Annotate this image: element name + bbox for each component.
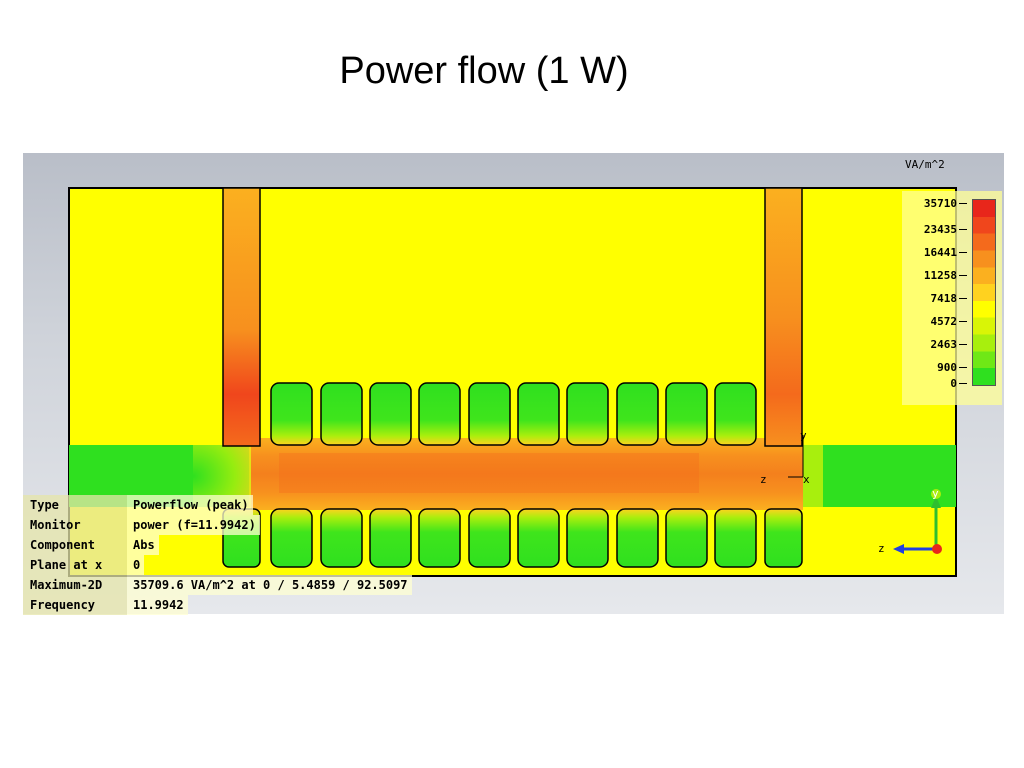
- legend-tick-mark: [959, 321, 967, 322]
- slide-title: Power flow (1 W): [339, 50, 629, 92]
- orient-label-z: z: [878, 542, 885, 555]
- legend-tick-mark: [959, 298, 967, 299]
- powerflow-field-plot: [68, 187, 957, 577]
- bottom-finger: [517, 508, 560, 568]
- right-vertical-guide: [764, 187, 803, 447]
- legend-color-bar: [972, 199, 996, 386]
- axis-label-x: x: [803, 473, 810, 486]
- legend-tick-label: 23435: [923, 223, 957, 236]
- legend-tick-mark: [959, 275, 967, 276]
- info-value: 11.9942: [127, 595, 188, 615]
- bottom-finger: [566, 508, 609, 568]
- info-key: Maximum-2D: [23, 575, 127, 595]
- legend-tick-label: 2463: [930, 338, 958, 351]
- legend-tick-mark: [959, 229, 967, 230]
- channel-hotspot: [279, 453, 699, 493]
- top-finger: [270, 382, 313, 446]
- info-value: 35709.6 VA/m^2 at 0 / 5.4859 / 92.5097: [127, 575, 412, 595]
- legend-tick-mark: [959, 344, 967, 345]
- info-value: power (f=11.9942): [127, 515, 260, 535]
- info-key: Component: [23, 535, 127, 555]
- bottom-finger: [270, 508, 313, 568]
- bottom-finger: [468, 508, 511, 568]
- orient-label-y: y: [932, 487, 939, 500]
- info-key: Monitor: [23, 515, 127, 535]
- left-vertical-guide: [222, 187, 261, 447]
- field-viewport[interactable]: y z x y z VA/m^2 35710 23435 16441 11258 741…: [23, 153, 1004, 614]
- axis-marker-center: [788, 435, 804, 478]
- bottom-finger: [764, 508, 803, 568]
- legend-tick-label: 0: [950, 377, 957, 390]
- top-finger: [418, 382, 461, 446]
- legend-tick-mark: [959, 203, 967, 204]
- top-finger: [320, 382, 363, 446]
- legend-tick-label: 11258: [923, 269, 957, 282]
- bottom-finger: [665, 508, 708, 568]
- central-channel: [251, 438, 803, 510]
- bottom-finger: [418, 508, 461, 568]
- legend-tick-label: 7418: [930, 292, 958, 305]
- legend-tick-label: 16441: [923, 246, 957, 259]
- top-finger: [566, 382, 609, 446]
- legend-unit: VA/m^2: [905, 158, 945, 171]
- info-value: Powerflow (peak): [127, 495, 253, 515]
- right-port: [803, 445, 956, 507]
- legend-tick-label: 900: [937, 361, 957, 374]
- info-value: Abs: [127, 535, 159, 555]
- bottom-finger: [616, 508, 659, 568]
- info-key: Frequency: [23, 595, 127, 615]
- top-finger: [468, 382, 511, 446]
- top-finger: [665, 382, 708, 446]
- bottom-finger: [369, 508, 412, 568]
- legend-tick-mark: [959, 252, 967, 253]
- info-key: Type: [23, 495, 127, 515]
- bottom-finger: [714, 508, 757, 568]
- top-finger: [714, 382, 757, 446]
- bottom-finger: [320, 508, 363, 568]
- legend-tick-mark: [959, 383, 967, 384]
- legend-tick-label: 4572: [930, 315, 958, 328]
- info-value: 0: [127, 555, 145, 575]
- axis-label-z: z: [760, 473, 767, 486]
- top-fingers: [270, 382, 757, 446]
- legend-tick-mark: [959, 367, 967, 368]
- top-finger: [616, 382, 659, 446]
- bottom-fingers: [222, 508, 803, 568]
- orientation-axes: [893, 489, 942, 554]
- top-finger: [369, 382, 412, 446]
- legend-tick-label: 35710: [923, 197, 957, 210]
- axis-label-y: y: [800, 429, 807, 442]
- top-finger: [517, 382, 560, 446]
- info-key: Plane at x: [23, 555, 127, 575]
